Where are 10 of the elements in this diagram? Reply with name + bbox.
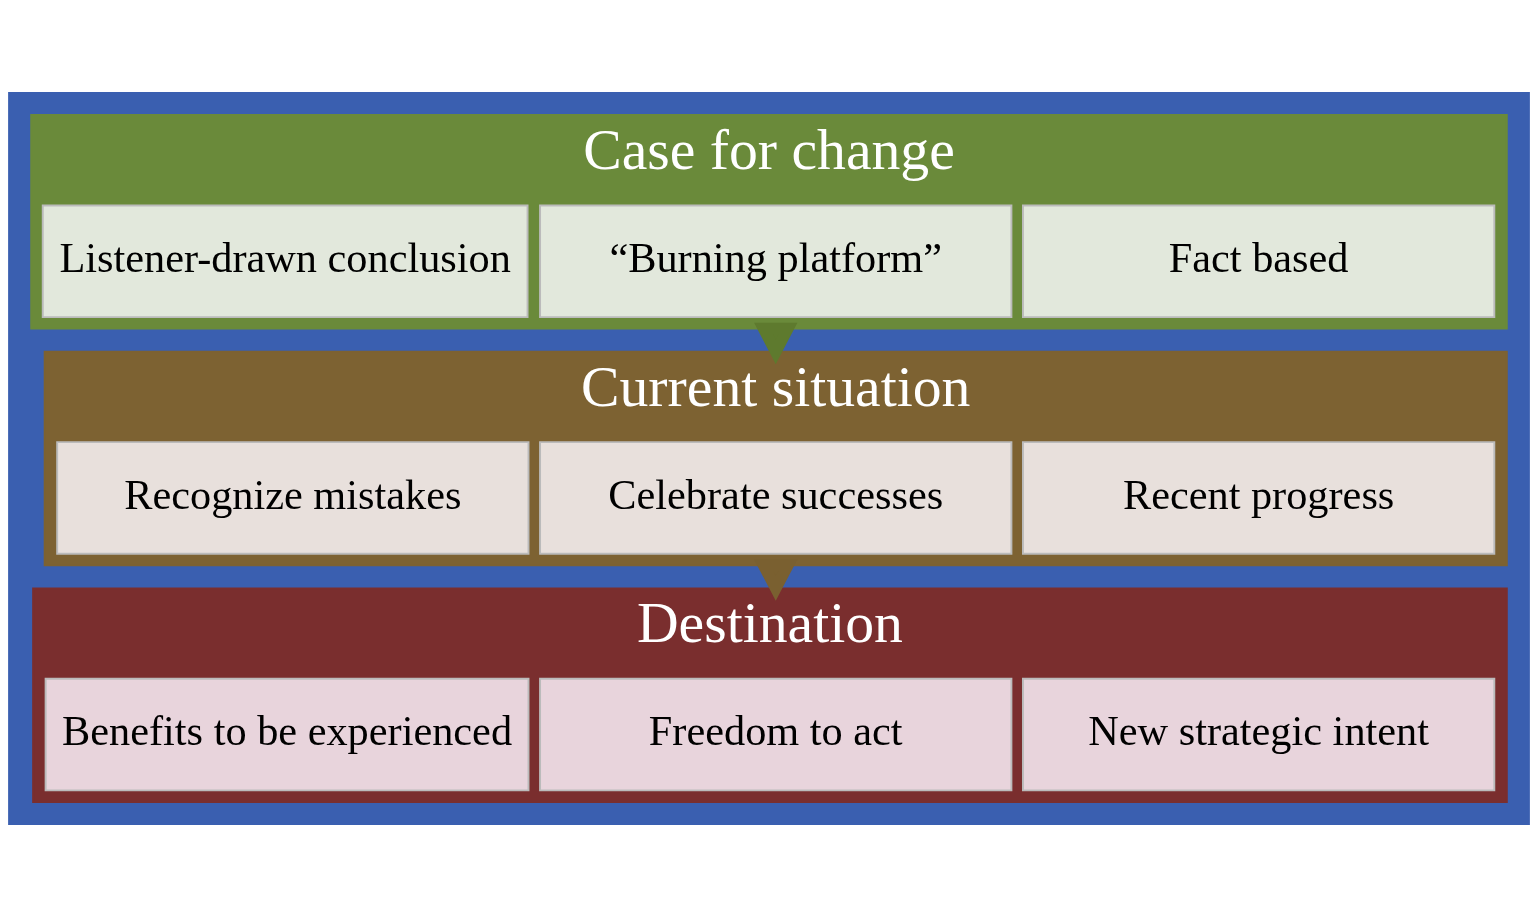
node-box: Fact based: [1022, 204, 1496, 319]
node-box: Recognize mistakes: [56, 441, 530, 555]
node-box: Benefits to be experienced: [44, 677, 530, 792]
arrow: [754, 322, 798, 365]
node-box: New strategic intent: [1022, 677, 1496, 792]
node-box: Listener-drawn conclusion: [41, 204, 529, 319]
node-box: “Burning platform”: [539, 204, 1013, 319]
node-box: Recent progress: [1022, 441, 1496, 555]
node-box: Freedom to act: [539, 677, 1013, 792]
node-box: Celebrate successes: [539, 441, 1013, 555]
